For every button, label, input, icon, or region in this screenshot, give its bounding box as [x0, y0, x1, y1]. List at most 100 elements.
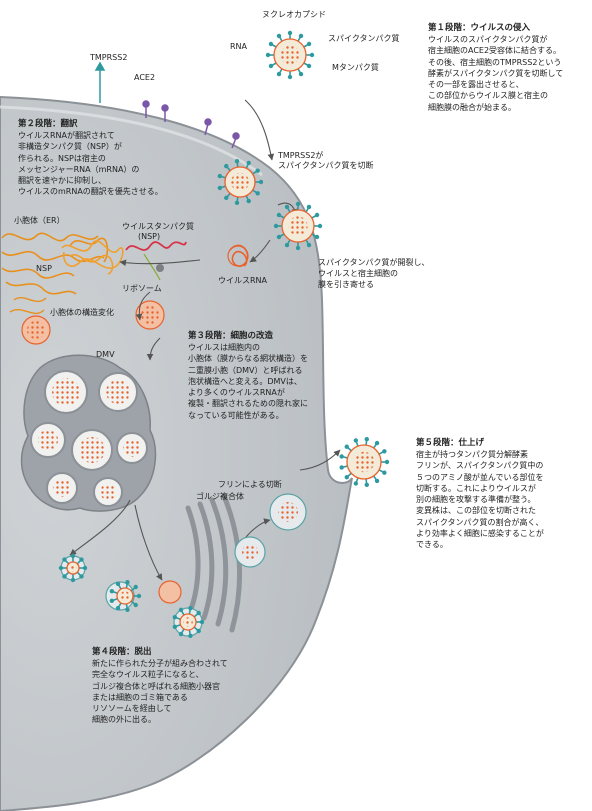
- spike-tip: [134, 585, 138, 589]
- spike-tip: [137, 594, 141, 598]
- label-er-change: 小胞体の構造変化: [50, 308, 114, 318]
- spike-tip: [83, 566, 87, 570]
- spike-tip: [345, 475, 349, 479]
- spike-tip: [382, 470, 386, 474]
- spike-tip: [179, 632, 183, 636]
- spike-tip: [339, 454, 343, 458]
- step-5-line: より効率よく細胞に感染することが: [416, 528, 544, 539]
- spike-tip: [318, 224, 322, 228]
- step-5-line: できる。: [416, 539, 544, 550]
- step-3-line: ウイルスは細胞内の: [188, 342, 308, 353]
- step-5-text: 第５段階：仕上げ 宿主が持つタンパク質分解酵素 フリンが、スパイクタンパク質中の…: [416, 437, 544, 551]
- spike-tip: [277, 72, 281, 76]
- spike-tip: [62, 574, 66, 578]
- label-fusion-2: ウイルスと宿主細胞の: [318, 269, 398, 279]
- spike-tip: [235, 201, 239, 205]
- step-4-line: ゴルジ複合体と呼ばれる細胞小器官: [92, 681, 228, 692]
- spike-tip: [354, 438, 358, 442]
- spike-tip: [354, 481, 358, 485]
- spike-tip: [277, 34, 281, 38]
- spike-tip: [71, 578, 75, 582]
- step-3-title: 第３段階：細胞の改造: [188, 330, 308, 342]
- label-viral-protein-2: (NSP): [138, 232, 160, 242]
- spike-tip: [269, 64, 273, 68]
- label-ace2: ACE2: [134, 73, 155, 83]
- step-2-line: メッセンジャーRNA（mRNA）の: [18, 164, 163, 175]
- spike-tip: [307, 243, 311, 247]
- spike-tip: [277, 235, 281, 239]
- step-2-line: 作られる。NSPは宿主の: [18, 153, 163, 164]
- spike-tip: [59, 566, 63, 570]
- spike-tip: [218, 174, 222, 178]
- step-5-line: 別の細胞を攻撃する準備が整う。: [416, 494, 544, 505]
- step-3-text: 第３段階：細胞の改造 ウイルスは細胞内の 小胞体（膜からなる網状構造）を 二重膜…: [188, 330, 308, 421]
- label-tmprss2-cut-1: TMPRSS2が: [278, 151, 323, 161]
- spike-tip: [116, 582, 120, 586]
- step-5-line: スパイクタンパク質の割合が高く、: [416, 517, 544, 528]
- spike-tip: [255, 191, 259, 195]
- step-3-line: なっている可能性がある。: [188, 410, 308, 421]
- label-dmv: DMV: [96, 350, 115, 360]
- label-furin-cut: フリンによる切断: [218, 480, 282, 490]
- spike-tip: [110, 599, 114, 603]
- virus-rna-core: [288, 216, 307, 235]
- step-3-line: 小胞体（膜からなる網状構造）を: [188, 353, 308, 364]
- step-3-line: 泡状構造へと変える。DMVは、: [188, 376, 308, 387]
- label-tmprss2-cut-2: スパイクタンパク質を切断: [278, 161, 374, 171]
- spike-tip: [200, 620, 204, 624]
- step-3-line: 複製・翻訳されるための隠れ家に: [188, 398, 308, 409]
- step-1-line: その後、宿主細胞のTMPRSS2という: [428, 57, 563, 68]
- spike-tip: [382, 449, 386, 453]
- step-5-line: ５つのアミノ酸が並んでいる部位を: [416, 472, 544, 483]
- spike-tip: [62, 557, 66, 561]
- step-1-title: 第１段階：ウイルスの侵入: [428, 22, 563, 34]
- spike-tip: [299, 34, 303, 38]
- label-m-protein: Mタンパク質: [332, 63, 379, 73]
- step-2-text: 第２段階：翻訳 ウイルスRNAが翻訳されて 非構造タンパク質（NSP）が 作られ…: [18, 118, 163, 198]
- step-2-line: ウイルスのmRNAの翻訳を優先させる。: [18, 186, 163, 197]
- spike-tip: [315, 213, 319, 217]
- spike-tip: [197, 611, 201, 615]
- label-viral-rna: ウイルスRNA: [218, 276, 267, 286]
- spike-tip: [79, 557, 83, 561]
- step-2-line: 翻訳を速やかに抑制し、: [18, 175, 163, 186]
- spike-tip: [247, 161, 251, 165]
- spike-tip: [235, 159, 239, 163]
- virus-particle: [266, 31, 314, 79]
- step-4-line: 完全なウイルス粒子になると、: [92, 669, 228, 680]
- step-1-line: この部位からウイルス膜と宿主の: [428, 90, 563, 101]
- spike-tip: [345, 445, 349, 449]
- spike-tip: [288, 75, 292, 79]
- spike-tip: [315, 235, 319, 239]
- label-fusion-1: スパイクタンパク質が開裂し、: [318, 258, 430, 268]
- spike-tip: [269, 42, 273, 46]
- spike-tip: [266, 53, 270, 57]
- virus-rna-core: [69, 564, 76, 571]
- spike-tip: [188, 606, 192, 610]
- virus-particle: [339, 437, 389, 487]
- spike-tip: [247, 199, 251, 203]
- spike-tip: [339, 465, 343, 469]
- virus-rna-core: [120, 591, 130, 601]
- step-4-line: 新たに作られた分子が組み合わされて: [92, 658, 228, 669]
- spike-tip: [116, 606, 120, 610]
- virus-rna-core: [183, 617, 193, 627]
- spike-tip: [259, 180, 263, 184]
- label-golgi: ゴルジ複合体: [196, 492, 244, 502]
- spike-tip: [285, 205, 289, 209]
- tmprss2-markers: [96, 63, 104, 103]
- spike-tip: [307, 205, 311, 209]
- spike-tip: [125, 608, 129, 612]
- label-rna: RNA: [230, 42, 247, 52]
- spike-tip: [188, 634, 192, 638]
- spike-tip: [285, 243, 289, 247]
- spike-tip: [365, 437, 369, 441]
- spike-tip: [173, 615, 177, 619]
- spike-tip: [218, 186, 222, 190]
- step-5-line: フリンが、スパイクタンパク質中の: [416, 460, 544, 471]
- spike-tip: [173, 625, 177, 629]
- step-5-line: 変異株は、この部位を切断された: [416, 505, 544, 516]
- spike-tip: [79, 574, 83, 578]
- spike-tip: [307, 64, 311, 68]
- spike-tip: [224, 196, 228, 200]
